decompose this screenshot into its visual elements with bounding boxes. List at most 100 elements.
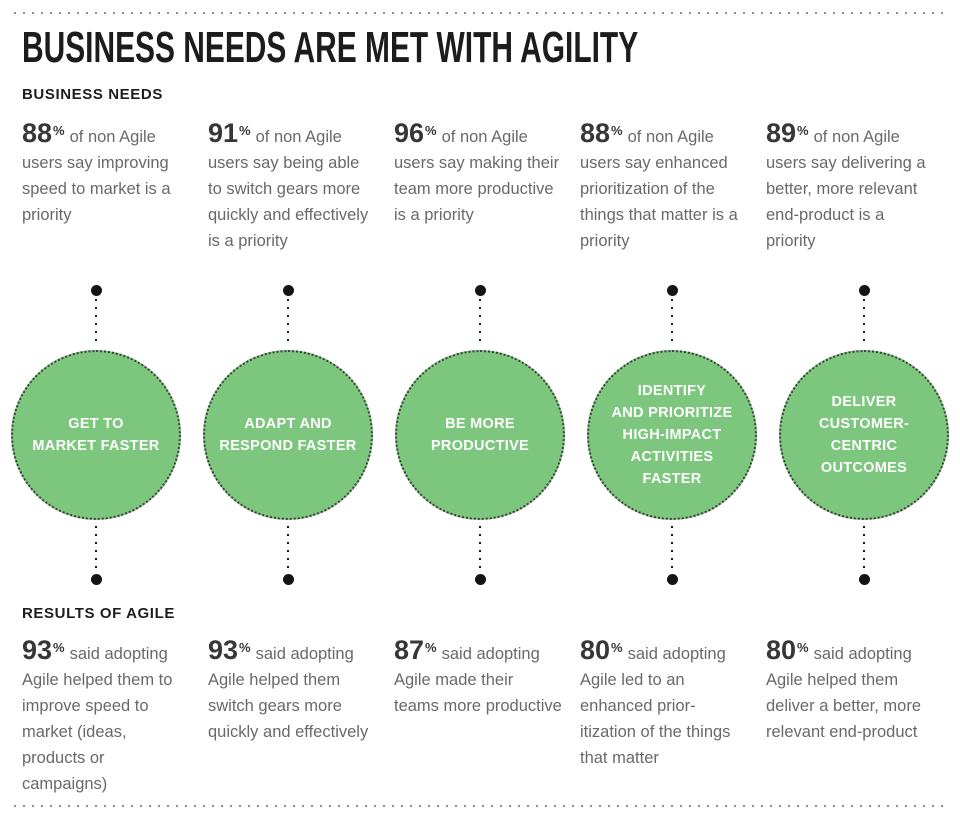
circle-label-line: DELIVER (831, 394, 897, 410)
stat-number: 87 (394, 635, 425, 665)
stat-text: said adopting Agile led to an enhanced p… (580, 645, 731, 767)
connector-dot-bottom (282, 574, 294, 585)
results-stat-5: 80%said adopting Agile helped them deliv… (766, 635, 952, 797)
circle-label-line: GET TO (68, 416, 124, 432)
connector-line-top (287, 299, 289, 344)
stat-value: 80% (766, 635, 809, 665)
percent-sign: % (53, 639, 65, 655)
stat-number: 88 (580, 118, 611, 148)
stat-text: of non Agile users say improving speed t… (22, 128, 171, 224)
percent-sign: % (611, 639, 623, 655)
connector-dot-top (474, 285, 486, 296)
circle-label-line: AND PRIORITIZE (611, 405, 733, 421)
agility-circle-customer-centric: DELIVER CUSTOMER- CENTRIC OUTCOMES (779, 350, 949, 520)
connector-line-top (671, 299, 673, 344)
circle-label-line: ACTIVITIES (630, 449, 714, 465)
connector-dot-top (858, 285, 870, 296)
business-needs-stat-4: 88%of non Agile users say enhanced prior… (580, 118, 766, 285)
results-stat-3: 87%said adopting Agile made their teams … (394, 635, 580, 797)
percent-sign: % (797, 122, 809, 138)
circle-label-line: HIGH-IMPACT (622, 427, 722, 443)
stat-number: 80 (766, 635, 797, 665)
stat-number: 93 (208, 635, 239, 665)
connector-dot-bottom (858, 574, 870, 585)
diagram-column-2: ADAPT AND RESPOND FASTER (192, 285, 384, 585)
percent-sign: % (239, 639, 251, 655)
diagram-column-1: GET TO MARKET FASTER (0, 285, 192, 585)
stat-value: 80% (580, 635, 623, 665)
connector-dot-bottom (666, 574, 678, 585)
stat-value: 87% (394, 635, 437, 665)
business-needs-stat-3: 96%of non Agile users say making their t… (394, 118, 580, 285)
agility-circle-be-productive: BE MORE PRODUCTIVE (395, 350, 565, 520)
connector-line-top (95, 299, 97, 344)
connector-line-top (863, 299, 865, 344)
stat-text: said adopting Agile helped them deliver … (766, 645, 921, 741)
results-stat-1: 93%said adopting Agile helped them to im… (22, 635, 208, 797)
connector-line-bottom (95, 526, 97, 571)
results-stat-2: 93%said adopting Agile helped them switc… (208, 635, 394, 797)
circle-label-line: MARKET FASTER (32, 438, 160, 454)
agility-circle-adapt-respond: ADAPT AND RESPOND FASTER (203, 350, 373, 520)
business-needs-heading: BUSINESS NEEDS (22, 86, 163, 103)
business-needs-stat-1: 88%of non Agile users say improving spee… (22, 118, 208, 285)
diagram-column-5: DELIVER CUSTOMER- CENTRIC OUTCOMES (768, 285, 960, 585)
percent-sign: % (425, 639, 437, 655)
percent-sign: % (53, 122, 65, 138)
circle-label-line: CUSTOMER- (818, 416, 910, 432)
page-title: BUSINESS NEEDS ARE MET WITH AGILITY (22, 26, 960, 70)
circle-label-line: CENTRIC (830, 438, 898, 454)
connector-dot-bottom (90, 574, 102, 585)
stat-text: said adopting Agile helped them switch g… (208, 645, 369, 741)
connector-dot-top (666, 285, 678, 296)
percent-sign: % (239, 122, 251, 138)
percent-sign: % (611, 122, 623, 138)
stat-text: of non Agile users say enhanced prioriti… (580, 128, 738, 250)
stat-value: 89% (766, 118, 809, 148)
results-stat-4: 80%said adopting Agile led to an enhance… (580, 635, 766, 797)
connector-line-bottom (671, 526, 673, 571)
connector-dot-bottom (474, 574, 486, 585)
stat-number: 88 (22, 118, 53, 148)
business-needs-stats: 88%of non Agile users say improving spee… (22, 118, 952, 285)
results-of-agile-stats: 93%said adopting Agile helped them to im… (22, 635, 952, 797)
stat-text: said adopting Agile made their teams mor… (394, 645, 562, 715)
bottom-dotted-rule (14, 805, 944, 807)
results-of-agile-heading: RESULTS OF AGILE (22, 605, 175, 622)
connector-dot-top (90, 285, 102, 296)
top-dotted-rule (14, 12, 944, 14)
stat-number: 96 (394, 118, 425, 148)
circle-label-line: RESPOND FASTER (219, 438, 357, 454)
stat-value: 96% (394, 118, 437, 148)
diagram-column-3: BE MORE PRODUCTIVE (384, 285, 576, 585)
connector-dot-top (282, 285, 294, 296)
connector-line-bottom (479, 526, 481, 571)
stat-text: said adopting Agile helped them to impro… (22, 645, 173, 793)
connector-line-bottom (863, 526, 865, 571)
connector-line-top (479, 299, 481, 344)
stat-text: of non Agile users say delivering a bett… (766, 128, 926, 250)
stat-value: 88% (580, 118, 623, 148)
diagram-column-4: IDENTIFY AND PRIORITIZE HIGH-IMPACT ACTI… (576, 285, 768, 585)
business-needs-stat-2: 91%of non Agile users say being able to … (208, 118, 394, 285)
business-needs-stat-5: 89%of non Agile users say delivering a b… (766, 118, 952, 285)
agility-circle-identify-prioritize: IDENTIFY AND PRIORITIZE HIGH-IMPACT ACTI… (587, 350, 757, 520)
stat-value: 91% (208, 118, 251, 148)
stat-value: 93% (22, 635, 65, 665)
circle-label-line: IDENTIFY (637, 383, 707, 399)
stat-value: 93% (208, 635, 251, 665)
stat-text: of non Agile users say being able to swi… (208, 128, 369, 250)
stat-number: 89 (766, 118, 797, 148)
connector-line-bottom (287, 526, 289, 571)
agility-diagram: GET TO MARKET FASTER ADAPT AND RESPOND F… (0, 285, 960, 585)
circle-label-line: OUTCOMES (820, 460, 908, 476)
stat-number: 91 (208, 118, 239, 148)
circle-label-line: FASTER (642, 471, 702, 487)
agility-circle-get-to-market: GET TO MARKET FASTER (11, 350, 181, 520)
circle-label-line: PRODUCTIVE (430, 438, 530, 454)
percent-sign: % (425, 122, 437, 138)
stat-value: 88% (22, 118, 65, 148)
page-title-text: BUSINESS NEEDS ARE MET WITH AGILITY (22, 23, 639, 72)
circle-label-line: BE MORE (445, 416, 515, 432)
